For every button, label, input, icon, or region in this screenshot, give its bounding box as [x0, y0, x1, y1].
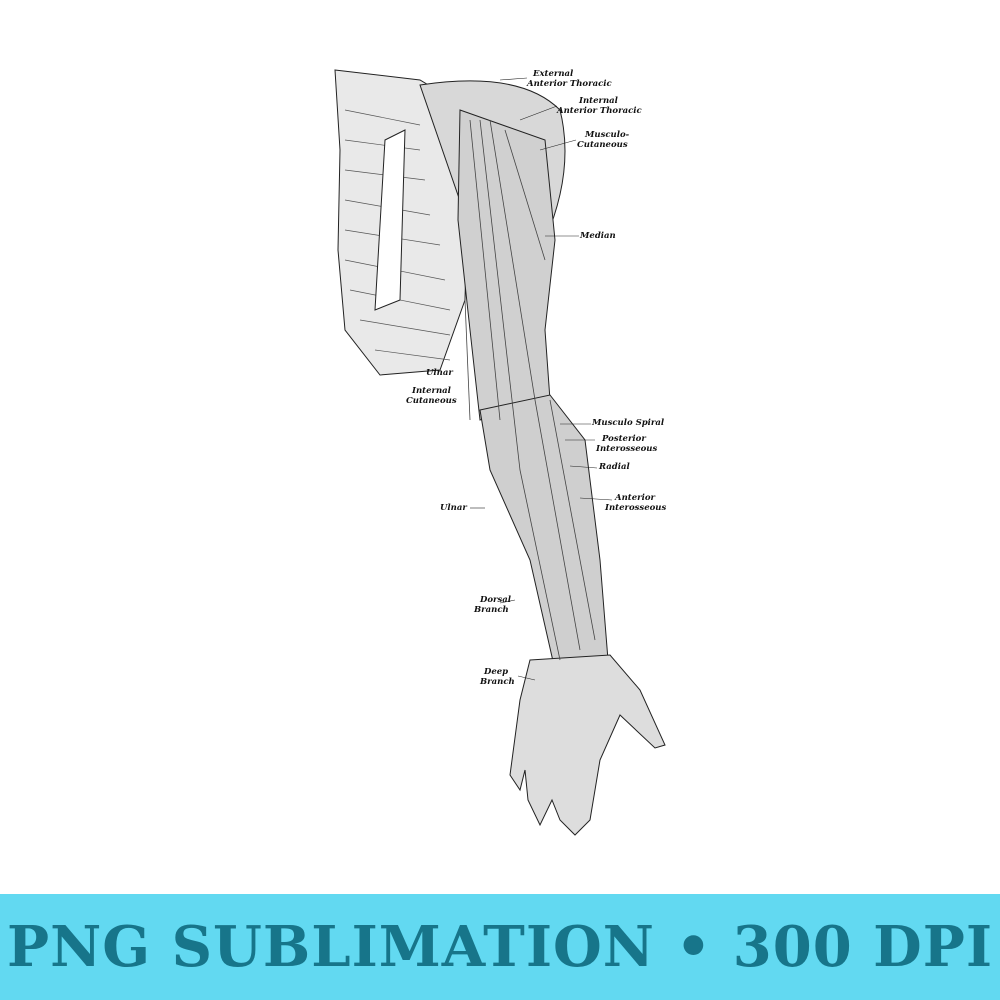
pectoralis-minor — [374, 129, 406, 311]
upper-arm — [457, 109, 556, 421]
label-line: Internal — [579, 96, 618, 106]
banner-text: PNG SUBLIMATION • 300 DPI — [6, 914, 994, 980]
hand — [509, 654, 666, 836]
label-line: Cutaneous — [406, 396, 457, 406]
label-line: Radial — [599, 462, 630, 472]
label-line: Musculo Spiral — [592, 418, 665, 428]
label-line: Branch — [480, 677, 515, 687]
label-line: External — [533, 69, 574, 79]
label-line: Branch — [474, 605, 509, 615]
label-musculo-cutaneous: Musculo-Cutaneous — [577, 130, 629, 150]
label-line: Interosseous — [596, 444, 658, 454]
label-line: Ulnar — [440, 503, 467, 513]
label-line: Cutaneous — [577, 140, 628, 150]
arm-nerve-illustration — [334, 69, 666, 836]
label-line: Musculo- — [585, 130, 630, 140]
label-median: Median — [580, 231, 616, 241]
label-line: Ulnar — [426, 368, 453, 378]
label-radial: Radial — [599, 462, 630, 472]
promo-banner: PNG SUBLIMATION • 300 DPI — [0, 894, 1000, 1000]
label-musculo-spiral: Musculo Spiral — [592, 418, 664, 428]
label-ulnar-upper: Ulnar — [426, 368, 453, 378]
label-line: Anterior — [615, 493, 655, 503]
label-line: Interosseous — [605, 503, 667, 513]
label-line: Dorsal — [480, 595, 512, 605]
forearm — [479, 394, 609, 671]
label-line: Deep — [484, 667, 509, 677]
label-line: Internal — [412, 386, 451, 396]
label-line: Posterior — [602, 434, 646, 444]
label-line: Anterior Thoracic — [527, 79, 612, 89]
label-ulnar-lower: Ulnar — [440, 503, 467, 513]
label-line: Median — [580, 231, 616, 241]
label-line: Anterior Thoracic — [557, 106, 642, 116]
